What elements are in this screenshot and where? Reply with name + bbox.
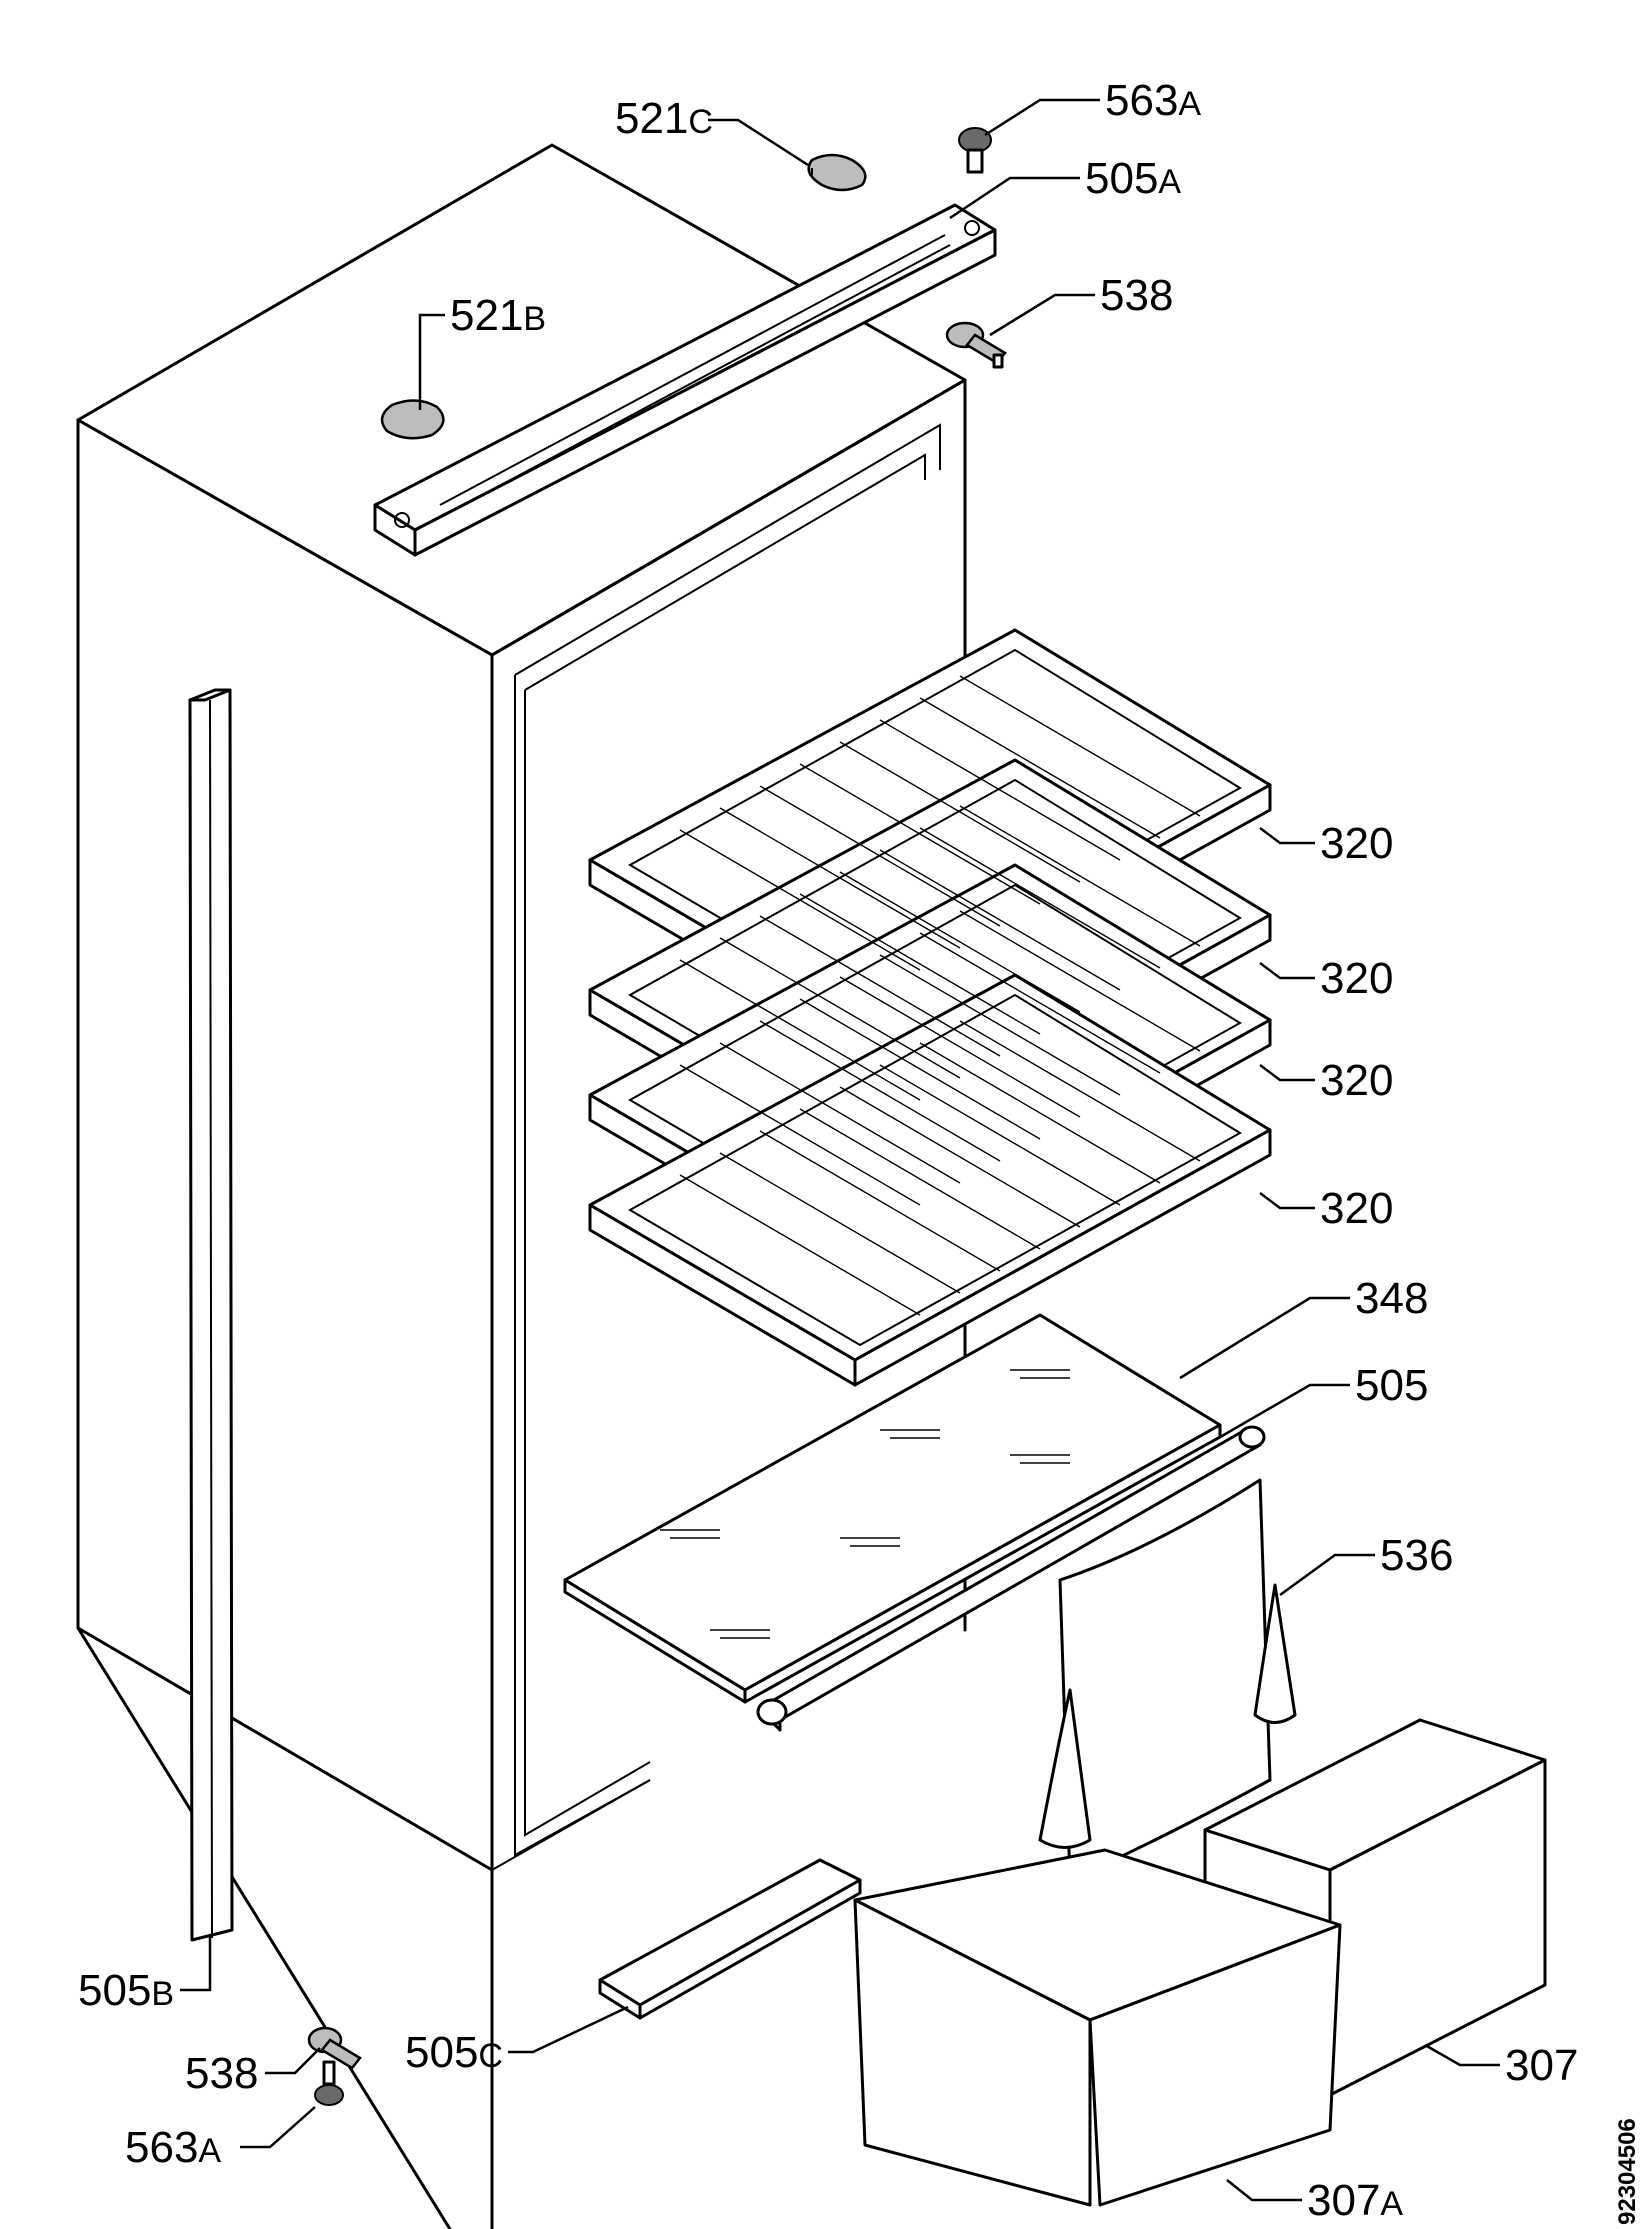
cover-536 xyxy=(1038,1478,1297,1882)
label-563a-top: 563A xyxy=(1105,76,1201,125)
hinge-rail-505a xyxy=(373,203,997,557)
label-538-top: 538 xyxy=(1100,271,1173,320)
label-536: 536 xyxy=(1380,1531,1453,1580)
label-563a-bottom: 563A xyxy=(125,2123,221,2172)
cap-521c xyxy=(807,153,867,192)
glass-plate-348 xyxy=(563,1313,1222,1704)
cabinet-body xyxy=(76,143,967,2229)
label-505: 505 xyxy=(1355,1361,1428,1410)
label-307a: 307A xyxy=(1307,2176,1403,2225)
label-538-bottom: 538 xyxy=(185,2049,258,2098)
hinge-pin-538-bottom xyxy=(307,2026,362,2070)
label-320-2: 320 xyxy=(1320,954,1393,1003)
cap-521b xyxy=(380,399,445,440)
trim-505c xyxy=(598,1858,862,2020)
label-521c: 521C xyxy=(615,94,713,143)
bin-307a xyxy=(853,1848,1342,2207)
hinge-pin-538-top xyxy=(945,321,1007,369)
label-348: 348 xyxy=(1355,1274,1428,1323)
leader-lines xyxy=(180,98,1500,2202)
label-505c: 505C xyxy=(405,2028,503,2077)
shelf-320-4 xyxy=(588,973,1272,1387)
trim-strip-505 xyxy=(756,1425,1266,1732)
label-521b: 521B xyxy=(450,291,546,340)
label-505a: 505A xyxy=(1085,154,1181,203)
label-320-4: 320 xyxy=(1320,1184,1393,1233)
label-320-3: 320 xyxy=(1320,1056,1393,1105)
gasket-strip-505b xyxy=(188,688,234,1942)
screw-563a-top xyxy=(958,127,992,174)
label-505b: 505B xyxy=(78,1966,174,2015)
shelf-hatching xyxy=(679,675,1201,1316)
label-320-1: 320 xyxy=(1320,819,1393,868)
drawing-code: 92304506 xyxy=(1614,2118,1641,2225)
label-307: 307 xyxy=(1505,2041,1578,2090)
screw-563a-bottom xyxy=(314,2060,344,2106)
